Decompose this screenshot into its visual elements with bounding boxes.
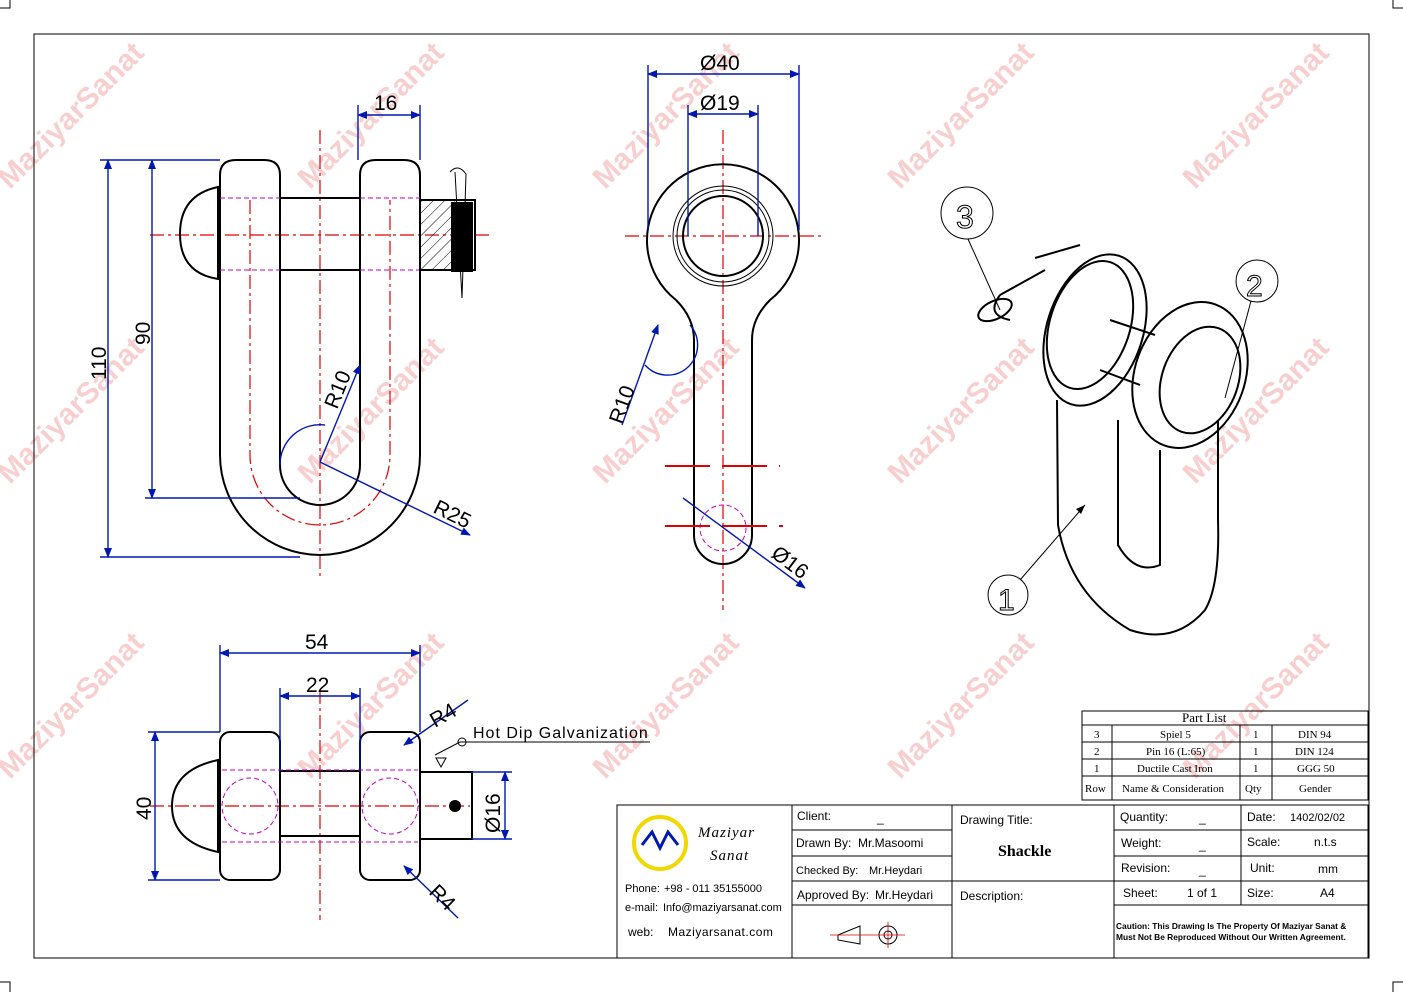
company-name-line2: Sanat	[710, 848, 749, 864]
part-row-2-qty: 1	[1253, 746, 1259, 758]
watermark-text: MaziyarSanat	[882, 36, 1041, 195]
watermark-text: MaziyarSanat	[0, 36, 151, 195]
weight-label: Weight:	[1121, 836, 1161, 850]
part-row-3-no: 3	[1094, 729, 1100, 741]
unit-value: mm	[1318, 862, 1338, 876]
quantity-label: Quantity:	[1120, 810, 1168, 824]
dim-22: 22	[306, 674, 329, 697]
web-label: web:	[627, 925, 653, 939]
part-row-1-no: 1	[1094, 763, 1100, 775]
projection-symbol-icon	[830, 922, 905, 948]
watermark-text: MaziyarSanat	[1177, 36, 1336, 195]
dim-40: 40	[133, 797, 156, 820]
revision-value: _	[1198, 863, 1206, 877]
part-row-3-name: Spiel 5	[1160, 729, 1191, 741]
sheet-label: Sheet:	[1123, 886, 1158, 900]
balloon-1: 1	[998, 584, 1015, 617]
balloon-3: 3	[956, 199, 974, 235]
watermark-text: MaziyarSanat	[0, 331, 151, 490]
weight-value: _	[1198, 838, 1206, 852]
dim-90: 90	[132, 322, 155, 345]
part-list: Part List 3 Spiel 5 1 DIN 94 2 Pin 16 (L…	[1081, 710, 1369, 801]
checked-by-value: Mr.Heydari	[869, 865, 922, 877]
client-value: _	[876, 811, 884, 825]
balloon-2: 2	[1246, 270, 1263, 303]
dim-r4-bottom: R4	[424, 880, 459, 915]
watermark-text: MaziyarSanat	[882, 626, 1041, 785]
watermark-text: MaziyarSanat	[292, 331, 451, 490]
checked-by-label: Checked By:	[796, 865, 858, 877]
dim-d40: Ø40	[700, 52, 740, 75]
dim-110: 110	[88, 347, 111, 380]
watermark-text: MaziyarSanat	[587, 626, 746, 785]
dim-r4-top: R4	[426, 699, 461, 733]
drawn-by-label: Drawn By:	[796, 836, 851, 850]
title-block: Maziyar Sanat Phone: +98 - 011 35155000 …	[616, 804, 1369, 959]
phone-value: +98 - 011 35155000	[664, 883, 762, 895]
date-label: Date:	[1247, 810, 1276, 824]
dim-16: 16	[374, 92, 397, 115]
approved-by-value: Mr.Heydari	[875, 888, 933, 902]
part-header-qty: Qty	[1245, 783, 1262, 795]
dim-54: 54	[305, 631, 329, 654]
caution-line-1: Caution: This Drawing Is The Property Of…	[1116, 921, 1346, 931]
phone-label: Phone:	[625, 883, 660, 895]
part-header-gender: Gender	[1299, 783, 1332, 795]
revision-label: Revision:	[1121, 861, 1170, 875]
date-value: 1402/02/02	[1290, 812, 1345, 824]
company-name-line1: Maziyar	[697, 825, 755, 841]
client-label: Client:	[797, 809, 831, 823]
sheet-border	[33, 33, 1370, 959]
part-header-row: Row	[1085, 783, 1106, 795]
drawing-title-label: Drawing Title:	[960, 813, 1033, 827]
part-row-2-gender: DIN 124	[1295, 746, 1334, 758]
watermark-text: MaziyarSanat	[1177, 626, 1336, 785]
galvanization-note: Hot Dip Galvanization	[473, 725, 649, 742]
scale-label: Scale:	[1247, 835, 1280, 849]
caution-line-2: Must Not Be Reproduced Without Our Writt…	[1116, 932, 1346, 942]
company-logo: Maziyar Sanat	[632, 815, 755, 871]
part-list-title: Part List	[1182, 710, 1227, 725]
watermark-text: MaziyarSanat	[1177, 331, 1336, 490]
part-row-1-name: Ductile Cast Iron	[1137, 763, 1213, 775]
quantity-value: _	[1198, 811, 1206, 825]
scale-value: n.t.s	[1314, 835, 1337, 849]
dim-d16-top: Ø16	[482, 793, 505, 833]
email-label: e-mail:	[625, 902, 658, 914]
watermark-text: MaziyarSanat	[0, 626, 151, 785]
top-view: 54 22 40 R4 R4 Ø16 Hot Dip Galvanization	[133, 631, 650, 920]
size-label: Size:	[1247, 886, 1274, 900]
email-value: Info@maziyarsanat.com	[663, 902, 782, 914]
description-label: Description:	[960, 889, 1023, 903]
part-row-3-qty: 1	[1253, 729, 1259, 741]
isometric-view: 1 2 3	[940, 186, 1279, 636]
web-value: Maziyarsanat.com	[668, 925, 773, 939]
part-row-1-gender: GGG 50	[1297, 763, 1335, 775]
part-header-name: Name & Consideration	[1122, 783, 1225, 795]
part-row-3-gender: DIN 94	[1298, 729, 1332, 741]
approved-by-label: Approved By:	[797, 888, 869, 902]
drawn-by-value: Mr.Masoomi	[858, 836, 923, 850]
dim-d19: Ø19	[700, 92, 740, 115]
watermark-text: MaziyarSanat	[882, 331, 1041, 490]
sheet-value: 1 of 1	[1187, 886, 1217, 900]
part-row-2-no: 2	[1094, 746, 1100, 758]
part-row-2-name: Pin 16 (L:65)	[1146, 746, 1206, 758]
dim-r10: R10	[320, 368, 356, 412]
drawing-title-value: Shackle	[998, 843, 1051, 860]
dim-r25: R25	[430, 496, 475, 534]
unit-label: Unit:	[1250, 861, 1275, 875]
size-value: A4	[1320, 886, 1335, 900]
part-row-1-qty: 1	[1253, 763, 1259, 775]
front-view: 16 110 90 R10 R25	[88, 92, 490, 580]
